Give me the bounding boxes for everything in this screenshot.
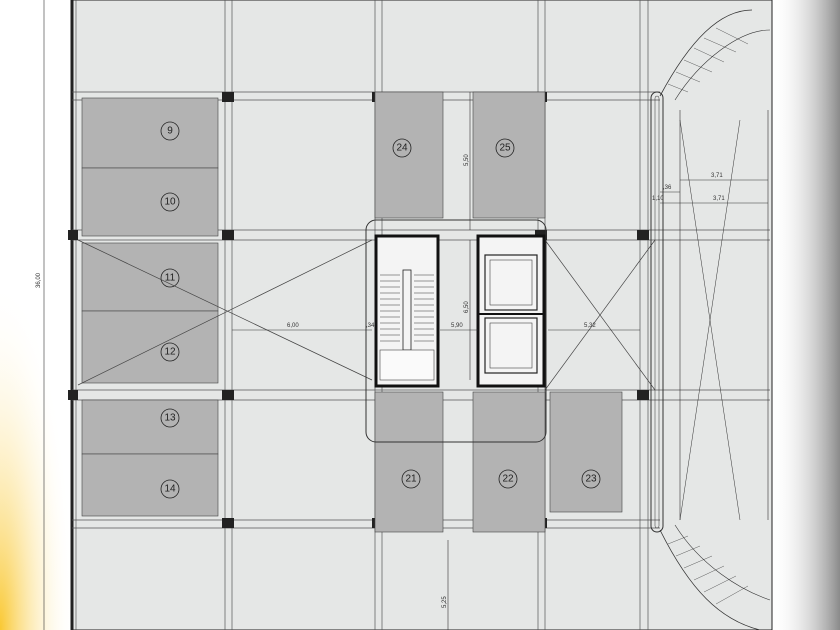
dim-core-depth: 6,50	[464, 301, 470, 313]
parking-slot-number: 13	[164, 413, 176, 424]
parking-slot: 25	[472, 91, 546, 219]
dim-right-span: 5,32	[584, 323, 596, 329]
elevator-core	[476, 234, 546, 388]
dim-left-span: 6,00	[287, 323, 299, 329]
parking-slot-area	[81, 242, 219, 312]
parking-slot-area	[472, 391, 546, 533]
dimension-lines	[43, 0, 768, 630]
core-outline	[365, 219, 547, 443]
stair-core	[374, 234, 440, 388]
parking-slots: 9 10 11 12 13 14 24	[81, 91, 623, 533]
parking-slot: 11	[81, 242, 219, 312]
dim-ramp-width-a: 3,71	[711, 173, 723, 179]
parking-slot: 9	[81, 97, 219, 169]
parking-slot-number: 22	[502, 474, 514, 485]
right-gradient	[770, 0, 840, 630]
access-ramp	[650, 9, 771, 630]
yellow-glow	[0, 280, 75, 630]
parking-slot-number: 23	[585, 474, 597, 485]
parking-slot-number: 12	[164, 347, 176, 358]
parking-slot-area	[549, 391, 623, 513]
parking-slot: 13	[81, 399, 219, 455]
parking-slot-area	[472, 91, 546, 219]
parking-slot-number: 11	[165, 273, 176, 284]
parking-slot-number: 9	[167, 126, 173, 137]
parking-slot-number: 14	[164, 484, 176, 495]
parking-slot-number: 21	[405, 474, 417, 485]
parking-slot-area	[81, 167, 219, 237]
dim-bottom-bay: 5,25	[442, 596, 448, 608]
circulation-cross-lines	[77, 239, 656, 391]
parking-slot-area	[81, 310, 219, 384]
parking-slot: 10	[81, 167, 219, 237]
parking-slot-number: 10	[164, 197, 176, 208]
dim-core-gap: ,34	[366, 323, 375, 329]
parking-slot: 12	[81, 310, 219, 384]
parking-slot: 14	[81, 453, 219, 517]
dim-upper-bay: 5,50	[464, 154, 470, 166]
dim-ramp-gap: ,36	[663, 185, 672, 191]
dim-core-width: 5,90	[451, 323, 463, 329]
parking-slot-number: 24	[396, 143, 408, 154]
parking-slot-area	[81, 399, 219, 455]
parking-slot: 24	[374, 91, 444, 219]
parking-slot: 21	[374, 391, 444, 533]
parking-slot-number: 25	[499, 143, 511, 154]
dim-ramp-width-b: 3,71	[713, 196, 725, 202]
parking-slot: 22	[472, 391, 546, 533]
dim-ramp-offset: 1,10	[652, 196, 664, 202]
dim-overall-height: 36,00	[36, 272, 42, 288]
parking-slot: 23	[549, 391, 623, 513]
dimension-labels: 36,00 6,00 ,34 5,90 5,32 5,50 6,50 5,25 …	[36, 154, 725, 608]
parking-slot-area	[374, 391, 444, 533]
parking-slot-area	[374, 91, 444, 219]
parking-slot-area	[81, 97, 219, 169]
parking-slot-area	[81, 453, 219, 517]
